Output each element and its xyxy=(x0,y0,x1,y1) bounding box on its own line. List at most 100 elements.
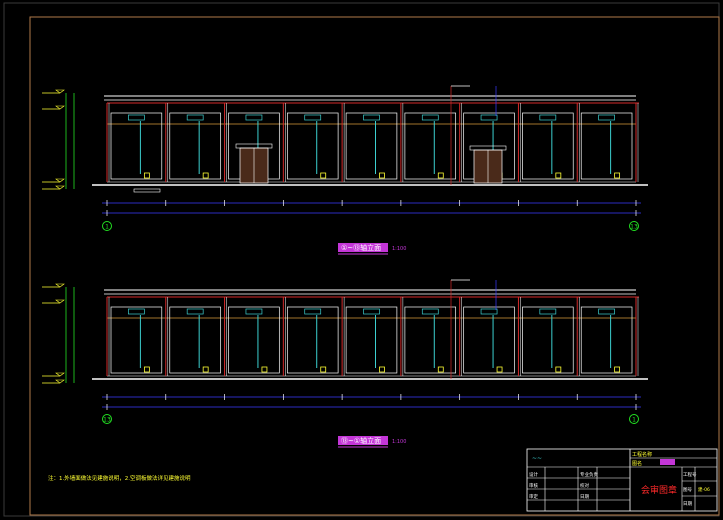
title-block-right-3: 日期 xyxy=(683,501,692,507)
vent-mark xyxy=(202,366,209,373)
elevation-top-title: ①~⑬轴立面 1:100 xyxy=(338,243,406,255)
window-tag xyxy=(186,114,204,121)
window-tag xyxy=(304,308,322,315)
elevation-top-dimensions xyxy=(102,200,641,216)
bay-frame xyxy=(463,306,515,374)
svg-text:13: 13 xyxy=(630,224,638,231)
bay-frame xyxy=(110,112,163,180)
level-triangle xyxy=(55,299,65,304)
elevation-top: 1 13 ①~⑬轴立面 1:100 xyxy=(42,85,648,255)
elevation-bottom-level-marks xyxy=(42,283,75,384)
svg-text:13: 13 xyxy=(103,417,111,424)
level-triangle xyxy=(55,89,65,94)
svg-text:1: 1 xyxy=(105,224,109,231)
title-block: ~~ 工程名称 图名 会审图章 设计 审核 审定 专业负责 校对 日期 工程号 … xyxy=(526,448,718,512)
vent-mark xyxy=(614,172,621,179)
window-tag xyxy=(421,114,439,121)
title-block-mid-2: 校对 xyxy=(580,482,589,489)
elevation-bottom-building xyxy=(92,279,648,380)
bay-frame xyxy=(522,112,574,180)
sheet-note: 注：1.外墙面做法见建施说明，2.空调板做法详见建施说明 xyxy=(48,474,191,482)
door-canopy xyxy=(235,143,273,149)
title-block-drawing-label: 图名 xyxy=(632,460,642,467)
bay-frame xyxy=(345,306,398,374)
vent-mark xyxy=(614,366,621,373)
title-block-logo: ~~ xyxy=(532,455,542,462)
elevation-bottom-dimensions xyxy=(102,394,641,410)
vent-mark xyxy=(496,366,503,373)
title-block-mid-1: 专业负责 xyxy=(580,471,598,478)
bay-frame xyxy=(404,112,457,180)
elevation-top-title-text: ①~⑬轴立面 xyxy=(341,243,381,252)
axis-bubble-start-top: 1 xyxy=(102,221,112,231)
title-block-row-2: 审核 xyxy=(529,482,538,489)
bay-frame xyxy=(345,112,398,180)
elevation-bottom-title-text: ⑬~①轴立面 xyxy=(341,436,381,445)
axis-bubble-end-top: 13 xyxy=(629,221,639,231)
vent-mark xyxy=(379,366,385,373)
door-canopy xyxy=(469,145,507,151)
bay-frame xyxy=(404,306,457,374)
bay-frame xyxy=(522,306,574,374)
svg-text:1: 1 xyxy=(632,417,636,424)
window-tag xyxy=(480,114,498,121)
elevation-top-scale: 1:100 xyxy=(392,246,406,252)
window-tag xyxy=(598,308,615,315)
level-triangle xyxy=(55,372,65,377)
window-tag xyxy=(245,114,263,121)
bay-frame xyxy=(286,306,339,374)
vent-mark xyxy=(202,172,209,179)
vent-mark xyxy=(437,172,444,179)
title-block-mid-3: 日期 xyxy=(580,494,589,500)
vent-mark xyxy=(379,172,385,179)
title-block-row-3: 审定 xyxy=(529,493,538,500)
level-triangle xyxy=(55,178,65,183)
elevation-bottom-scale: 1:100 xyxy=(392,439,406,445)
bay-frame xyxy=(580,306,633,374)
bay-frame xyxy=(169,112,221,180)
vent-mark xyxy=(143,172,150,179)
step xyxy=(133,188,161,193)
title-block-right-1: 工程号 xyxy=(683,471,697,478)
title-block-row-1: 设计 xyxy=(529,471,538,478)
vent-mark xyxy=(555,172,562,179)
title-block-right-2: 图号 xyxy=(683,487,692,493)
level-triangle xyxy=(55,379,65,384)
title-block-stamp: 会审图章 xyxy=(641,484,677,496)
window-tag xyxy=(304,114,322,121)
bay-frame xyxy=(169,306,221,374)
vent-mark xyxy=(143,366,150,373)
level-triangle xyxy=(55,185,65,190)
vent-mark xyxy=(555,366,562,373)
elevation-top-level-marks xyxy=(42,89,75,190)
title-block-project-label: 工程名称 xyxy=(632,451,652,458)
window-tag xyxy=(128,308,145,315)
title-block-drawing-no: 建-06 xyxy=(698,486,710,493)
level-triangle xyxy=(55,283,65,288)
vent-mark xyxy=(437,366,444,373)
window-tag xyxy=(539,114,557,121)
bay-frame xyxy=(286,112,339,180)
window-tag xyxy=(245,308,263,315)
window-tag xyxy=(363,114,380,121)
bay-frame xyxy=(110,306,163,374)
window-tag xyxy=(480,308,498,315)
elevation-bottom: 13 1 ⑬~①轴立面 1:100 xyxy=(42,279,648,448)
bay-frame xyxy=(228,306,280,374)
elevation-bottom-title: ⑬~①轴立面 1:100 xyxy=(338,436,406,448)
axis-bubble-end-bottom: 1 xyxy=(629,414,639,424)
elevation-top-building xyxy=(92,85,648,193)
window-tag xyxy=(539,308,557,315)
axis-bubble-start-bottom: 13 xyxy=(102,414,112,424)
window-tag xyxy=(363,308,380,315)
sheet-inner-border xyxy=(29,16,720,516)
window-tag xyxy=(128,114,145,121)
window-tag xyxy=(421,308,439,315)
level-triangle xyxy=(55,105,65,110)
window-tag xyxy=(186,308,204,315)
vent-mark xyxy=(320,366,327,373)
vent-mark xyxy=(320,172,327,179)
window-tag xyxy=(598,114,615,121)
bay-frame xyxy=(580,112,633,180)
